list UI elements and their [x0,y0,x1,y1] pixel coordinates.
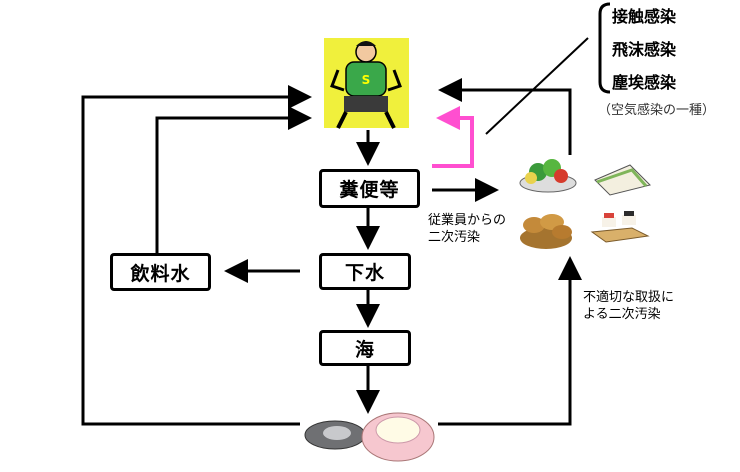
employee-contamination-label: 従業員からの 二次汚染 [428,213,507,245]
feces-box: 糞便等 [319,169,420,208]
route-dust: 塵埃感染 [612,73,677,92]
food-illustrations [519,159,651,249]
route-airborne-note: （空気感染の一種） [598,103,716,118]
sewage-box: 下水 [319,253,411,290]
shirt-symbol: S [362,73,371,87]
infected-person-illustration: S [324,38,409,129]
routes-bracket [598,2,611,94]
infection-routes: 接触感染 飛沫感染 塵埃感染 （空気感染の一種） [596,0,736,125]
sea-box: 海 [319,330,411,366]
drinking-water-box: 飲料水 [110,253,211,291]
improper-handling-label: 不適切な取扱に よる二次汚染 [583,290,675,322]
route-contact: 接触感染 [612,7,677,26]
route-droplet: 飛沫感染 [612,40,677,59]
oyster-illustration [304,412,435,462]
